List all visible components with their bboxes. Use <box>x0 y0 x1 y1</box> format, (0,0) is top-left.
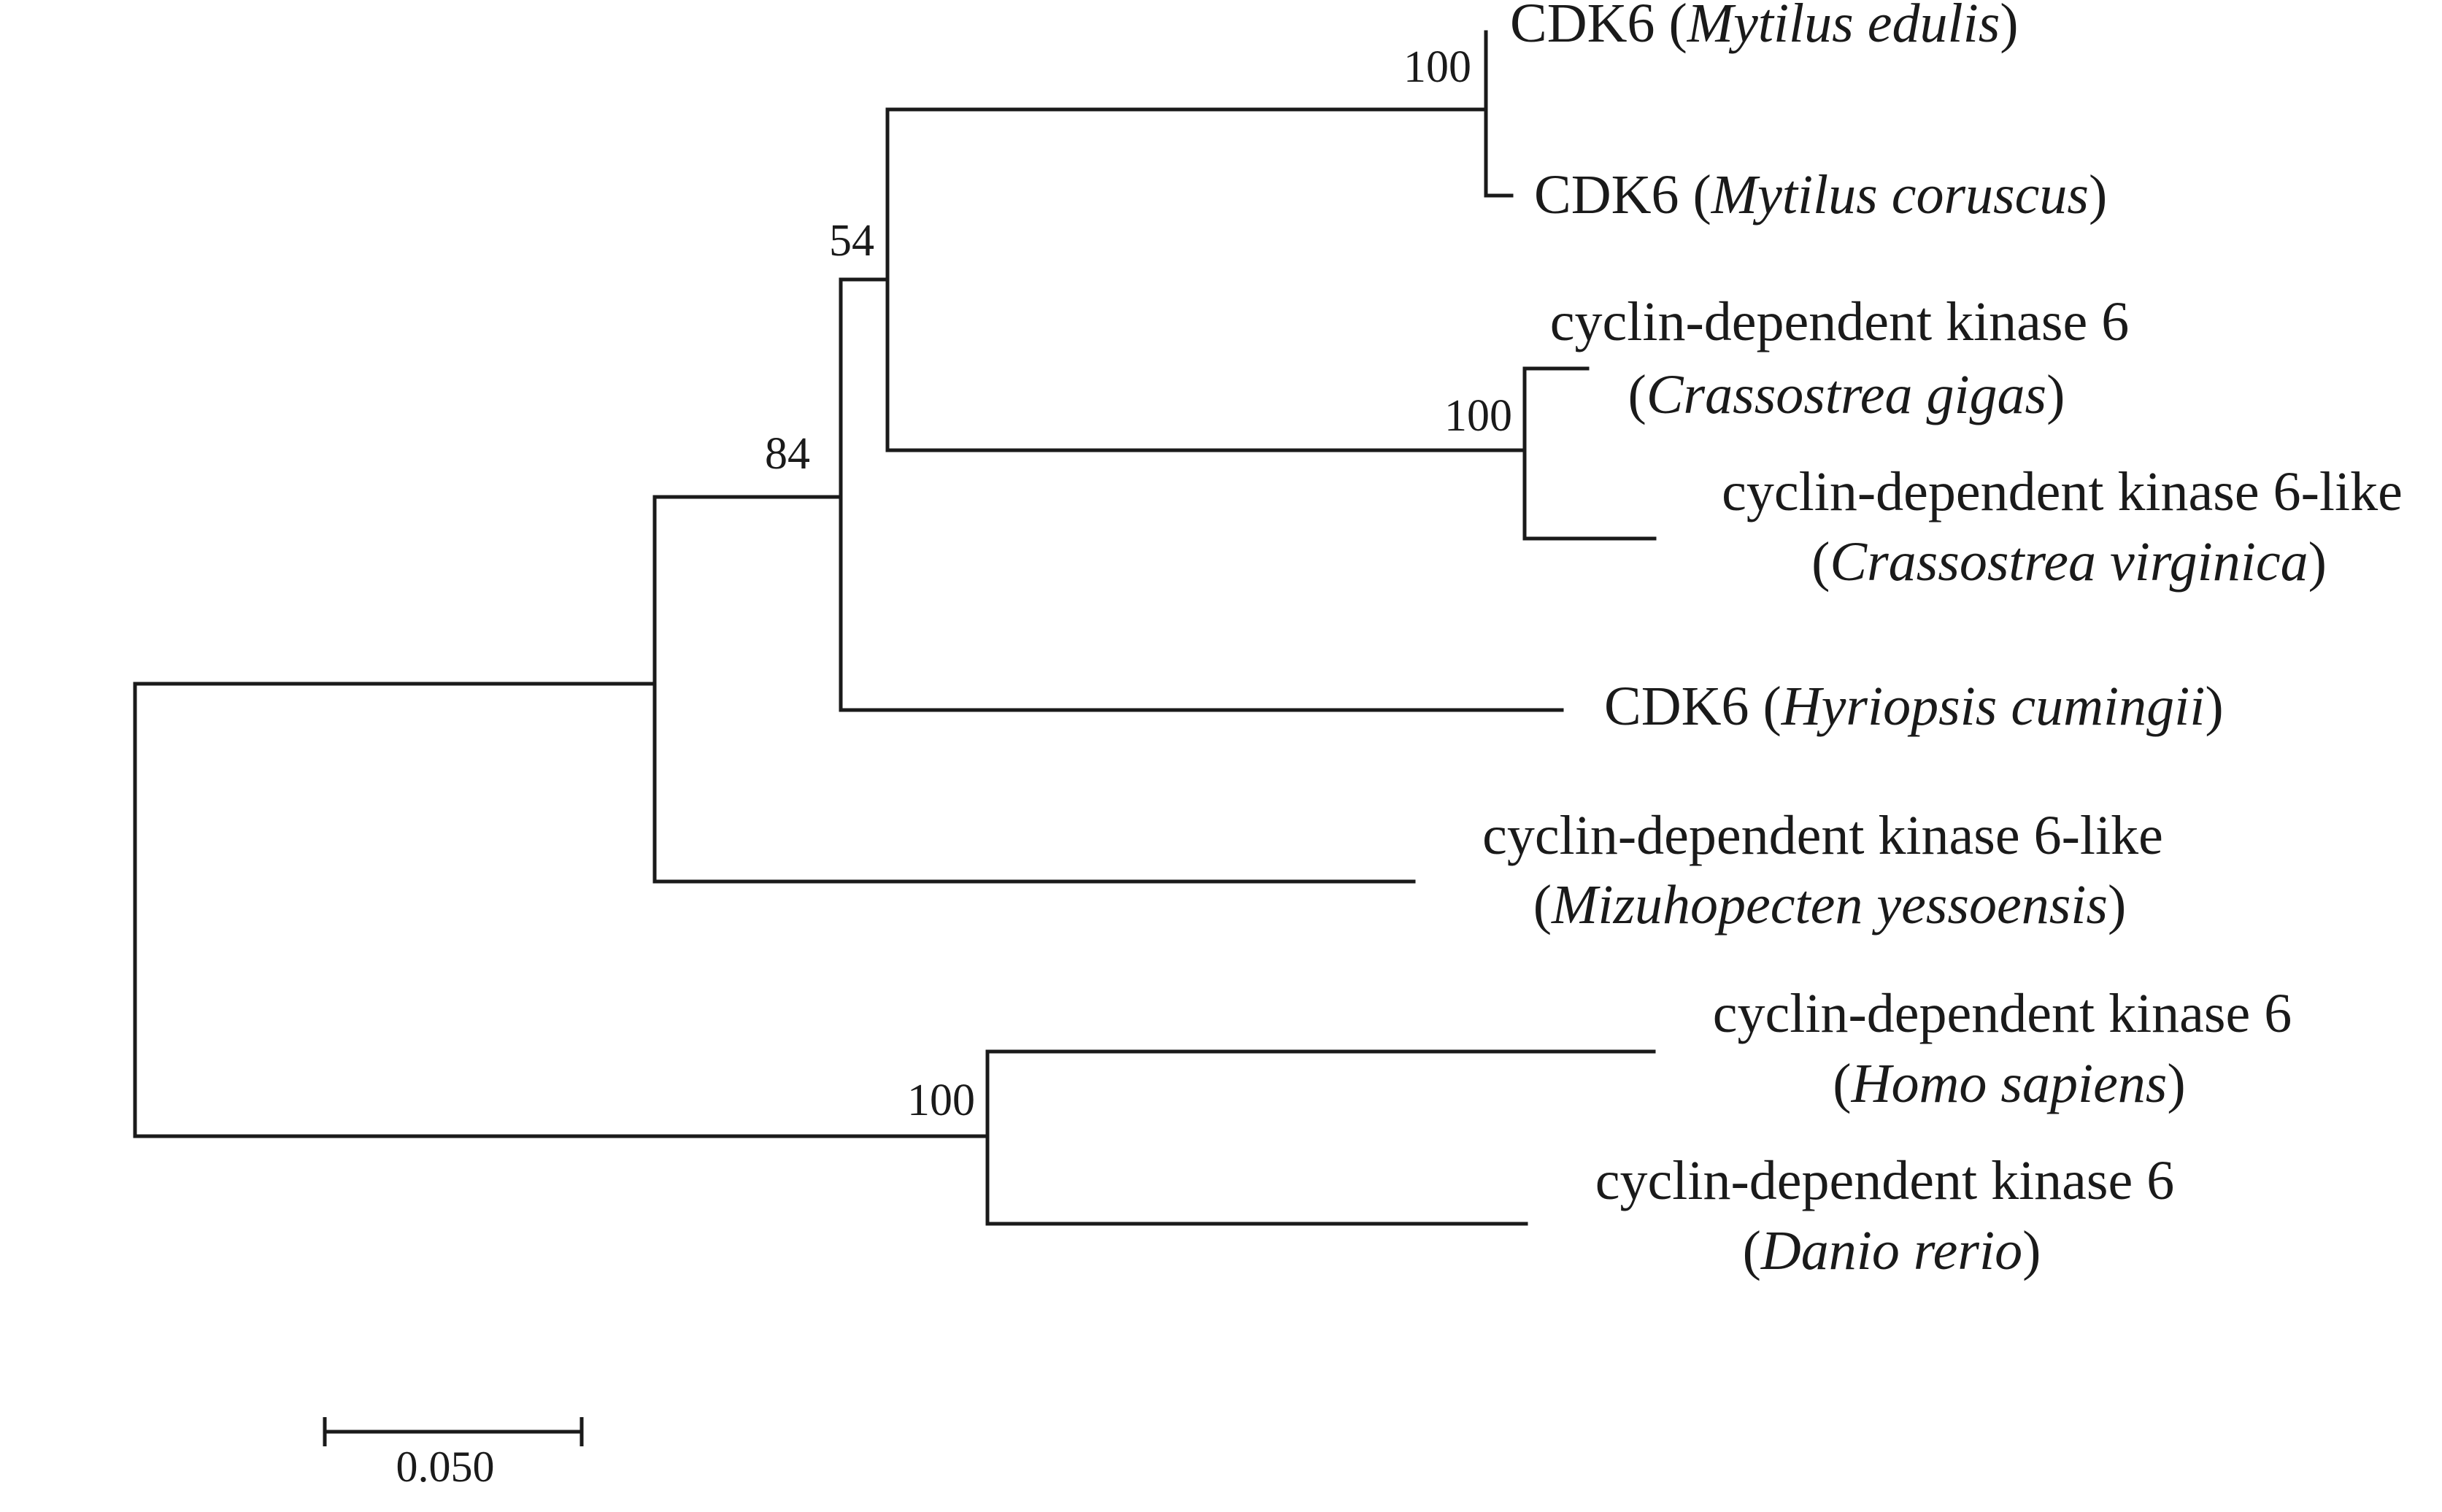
bootstrap-vertebrate: 100 <box>907 1076 975 1125</box>
taxon-label-hyriopsis-cumingii: CDK6 (Hyriopsis cumingii) <box>1604 676 2224 737</box>
taxon-label-crassostrea-virginica: cyclin-dependent kinase 6-like (Crassost… <box>1722 461 2416 593</box>
taxon-label-mytilus-edulis: CDK6 (Mytilus edulis) <box>1510 0 2019 54</box>
taxon-label-crassostrea-gigas: cyclin-dependent kinase 6 (Crassostrea g… <box>1550 291 2143 425</box>
bootstrap-crassostrea: 100 <box>1444 391 1512 441</box>
taxon-label-danio-rerio: cyclin-dependent kinase 6 (Danio rerio) <box>1595 1150 2188 1281</box>
taxon-label-homo-sapiens: cyclin-dependent kinase 6 (Homo sapiens) <box>1713 983 2306 1114</box>
taxon-label-mizuhopecten-yessoensis: cyclin-dependent kinase 6-like (Mizuhope… <box>1482 805 2177 936</box>
scale-bar-label: 0.050 <box>396 1443 495 1491</box>
bootstrap-mytilus: 100 <box>1403 42 1471 92</box>
bootstrap-bivalve-ingroup: 84 <box>765 429 810 479</box>
bootstrap-mytilus-crassostrea: 54 <box>829 216 874 266</box>
taxon-label-mytilus-coruscus: CDK6 (Mytilus coruscus) <box>1534 164 2107 225</box>
scale-bar: 0.050 <box>323 1417 584 1491</box>
